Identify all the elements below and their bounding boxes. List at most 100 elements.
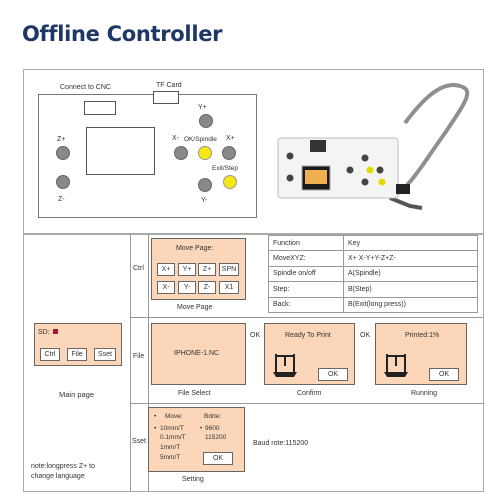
- sd-indicator: [53, 329, 58, 334]
- tf-card-label: TF Card: [156, 82, 182, 89]
- key-y-plus[interactable]: Y+: [178, 263, 196, 276]
- y-minus-button[interactable]: [198, 178, 212, 192]
- confirm-ok-button[interactable]: OK: [318, 368, 348, 381]
- sset-button[interactable]: Sset: [94, 348, 116, 361]
- baud-option[interactable]: 115200: [205, 434, 227, 441]
- speed-option[interactable]: 1mm/T: [160, 444, 181, 451]
- y-minus-label: Y-: [201, 197, 208, 204]
- bdrte-label: Bdrte:: [204, 413, 222, 420]
- running-ok-button[interactable]: OK: [429, 368, 459, 381]
- file-name: IPHONE-1.NC: [174, 350, 220, 357]
- key-x-minus[interactable]: X-: [157, 281, 175, 294]
- file-select-panel: [151, 323, 246, 385]
- divider-main-left: [130, 234, 131, 492]
- z-plus-button[interactable]: [56, 146, 70, 160]
- ok-spindle-label: OK/Spindle: [184, 136, 217, 143]
- device-side-connector: [396, 184, 410, 194]
- connect-label: Connect to CNC: [60, 84, 111, 91]
- device-button-6: [376, 166, 384, 174]
- device-button-4: [346, 166, 354, 174]
- file-select-caption: File Select: [178, 390, 211, 397]
- device-illustration: [277, 83, 470, 210]
- divider-file-sset: [130, 403, 484, 404]
- ctrl-section-label: Ctrl: [133, 265, 144, 272]
- key-z-minus[interactable]: Z-: [198, 281, 216, 294]
- key-x-plus[interactable]: X+: [157, 263, 175, 276]
- table-cell: A(Spindle): [343, 265, 478, 283]
- z-minus-label: Z-: [58, 196, 65, 203]
- table-row: MoveXYZ:X+ X-Y+Y-Z+Z-: [268, 250, 478, 267]
- table-cell: X+ X-Y+Y-Z+Z-: [343, 250, 478, 267]
- x-plus-label: X+: [226, 135, 235, 142]
- device-button-8: [378, 178, 386, 186]
- sd-label: SD:: [38, 329, 50, 336]
- move-page-caption: Move Page: [177, 304, 213, 311]
- speed-bullet: •: [154, 425, 157, 432]
- ok-spindle-button[interactable]: [198, 146, 212, 160]
- ctrl-button[interactable]: Ctrl: [40, 348, 60, 361]
- speed-option[interactable]: 10mm/T: [160, 425, 184, 432]
- baud-bullet: •: [200, 425, 203, 432]
- screen: [86, 127, 155, 175]
- file-button[interactable]: File: [67, 348, 87, 361]
- ok-arrow-1: OK: [250, 332, 261, 339]
- running-title: Printed:1%: [405, 332, 440, 339]
- confirm-title: Ready To Print: [285, 332, 331, 339]
- speed-option[interactable]: 0.1mm/T: [160, 434, 186, 441]
- move-label: Move:: [165, 413, 183, 420]
- baud-option[interactable]: 9600: [205, 425, 220, 432]
- bottom-section: [23, 234, 484, 492]
- table-cell: Key: [343, 234, 478, 252]
- ok-arrow-2: OK: [360, 332, 371, 339]
- running-caption: Running: [411, 390, 438, 397]
- table-cell: MoveXYZ:: [268, 250, 344, 267]
- key-y-minus[interactable]: Y-: [178, 281, 196, 294]
- device-cable-end: [389, 196, 423, 210]
- baud-rate-note: Baud rote:115200: [253, 440, 309, 447]
- table-cell: Function: [268, 234, 344, 252]
- y-plus-button[interactable]: [199, 114, 213, 128]
- device-header: [310, 140, 326, 152]
- device-button-3: [361, 154, 369, 162]
- key-z-plus[interactable]: Z+: [198, 263, 216, 276]
- move-page-title: Move Page:: [176, 245, 214, 252]
- divider-labels: [148, 234, 149, 492]
- machine-running-icon: [384, 354, 408, 377]
- table-cell: Spindle on/off: [268, 265, 344, 283]
- key-spindle[interactable]: SPN: [219, 263, 239, 276]
- setting-caption: Setting: [182, 476, 204, 483]
- speed-option[interactable]: 5mm/T: [160, 454, 181, 461]
- device-button-5: [366, 166, 374, 174]
- move-bullet: •: [154, 413, 157, 420]
- device-cable: [389, 83, 470, 200]
- x-minus-button[interactable]: [174, 146, 188, 160]
- main-page-caption: Main page: [59, 390, 95, 399]
- machine-icon: [273, 354, 297, 377]
- exit-step-label: Exit/Step: [212, 165, 239, 172]
- controller-layout: [38, 94, 257, 218]
- x-minus-label: X-: [172, 135, 179, 142]
- top-section: [23, 69, 484, 234]
- table-row: Back:B(Exit(long press)): [268, 296, 478, 313]
- x-plus-button[interactable]: [222, 146, 236, 160]
- tf-card-slot: [153, 91, 179, 104]
- device-button-1: [286, 152, 294, 160]
- y-plus-label: Y+: [198, 104, 207, 111]
- exit-step-button[interactable]: [223, 175, 237, 189]
- sset-section-label: Sset: [132, 438, 147, 445]
- table-row: Step:B(Step): [268, 281, 478, 298]
- language-note: note:longpress Z+ to change language: [31, 463, 96, 480]
- key-step-x1[interactable]: X1: [219, 281, 239, 294]
- setting-ok-button[interactable]: OK: [203, 452, 233, 465]
- z-minus-button[interactable]: [56, 175, 70, 189]
- page-title: Offline Controller: [22, 22, 223, 46]
- table-cell: B(Step): [343, 281, 478, 298]
- z-plus-label: Z+: [57, 136, 66, 143]
- confirm-caption: Confirm: [297, 390, 322, 397]
- table-cell: Step:: [268, 281, 344, 298]
- device-button-2: [286, 174, 294, 182]
- device-screen-glow: [305, 170, 327, 184]
